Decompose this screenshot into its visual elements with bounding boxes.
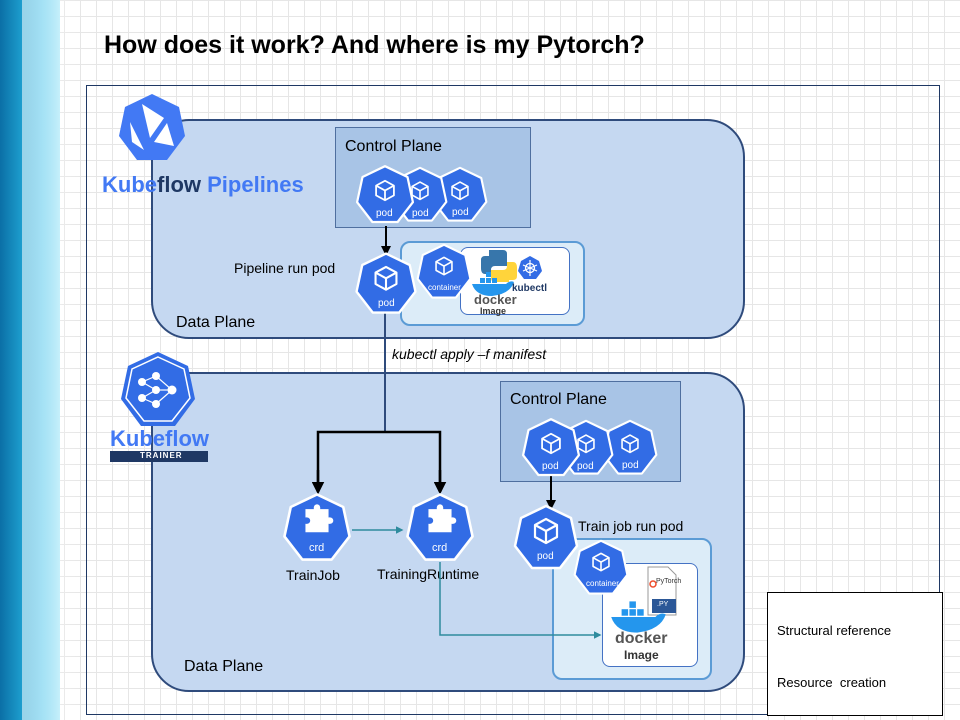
trainer-badge-text: TRAINER [140, 451, 183, 460]
image-label: Image [480, 306, 507, 316]
trainer-data-plane-label: Data Plane [184, 658, 264, 675]
pod-label: pod [537, 551, 554, 562]
pod-label: pod [622, 460, 639, 471]
pipelines-control-plane-label: Control Plane [345, 138, 442, 155]
crd-label: crd [432, 542, 448, 554]
pod-label: pod [412, 208, 429, 219]
kubeflow-logo-icon [119, 94, 185, 160]
decorative-side-strip [0, 0, 82, 720]
kubectl-label: kubectl [512, 283, 548, 294]
legend-resource-label: Resource creation [777, 675, 887, 690]
trainer-control-plane-label: Control Plane [510, 391, 607, 408]
training-runtime-label: TrainingRuntime [377, 566, 480, 582]
docker-icon [611, 601, 666, 633]
python-icon [481, 250, 517, 282]
slide-title: How does it work? And where is my Pytorc… [104, 31, 645, 59]
kubectl-apply-label: kubectl apply –f manifest [392, 346, 547, 362]
pod-label: pod [376, 208, 393, 219]
kubeflow-pipelines-logo-text: Kubeflow Pipelines [102, 172, 304, 198]
diagram-frame [86, 85, 940, 715]
docker-icon [472, 272, 514, 296]
docker-label: docker [474, 292, 517, 307]
trainer-badge [110, 451, 208, 462]
pod-label: pod [452, 207, 469, 218]
pipelines-data-plane-label: Data Plane [176, 314, 256, 331]
kubernetes-icon [518, 256, 542, 279]
container-label: container [428, 283, 461, 292]
pipeline-run-pod-label: Pipeline run pod [234, 260, 336, 276]
crd-label: crd [309, 542, 325, 554]
image-label: Image [624, 648, 659, 662]
logo-flow: flow [157, 172, 201, 197]
legend: Structural reference Resource creation [767, 592, 943, 716]
docker-label: docker [615, 630, 668, 647]
python-file-icon [647, 566, 677, 616]
resource-creation-arrows [311, 226, 556, 510]
pod-label: pod [378, 298, 395, 309]
pod-label: pod [577, 461, 594, 472]
legend-structural-label: Structural reference [777, 623, 892, 638]
trainjob-label: TrainJob [286, 567, 340, 583]
logo-pipelines: Pipelines [207, 172, 304, 197]
structural-reference-arrows [352, 526, 602, 639]
pipeline-image-box [460, 247, 570, 315]
train-job-run-pod-label: Train job run pod [578, 518, 684, 534]
kubeflow-trainer-logo-icon [121, 352, 195, 426]
logo-kube: Kube [102, 172, 157, 197]
kubeflow-trainer-logo-text: Kubeflow [110, 426, 209, 451]
pod-label: pod [542, 461, 559, 472]
py-label: .PY [657, 601, 669, 608]
container-label: container [586, 579, 619, 588]
pytorch-label: PyTorch [656, 578, 682, 585]
